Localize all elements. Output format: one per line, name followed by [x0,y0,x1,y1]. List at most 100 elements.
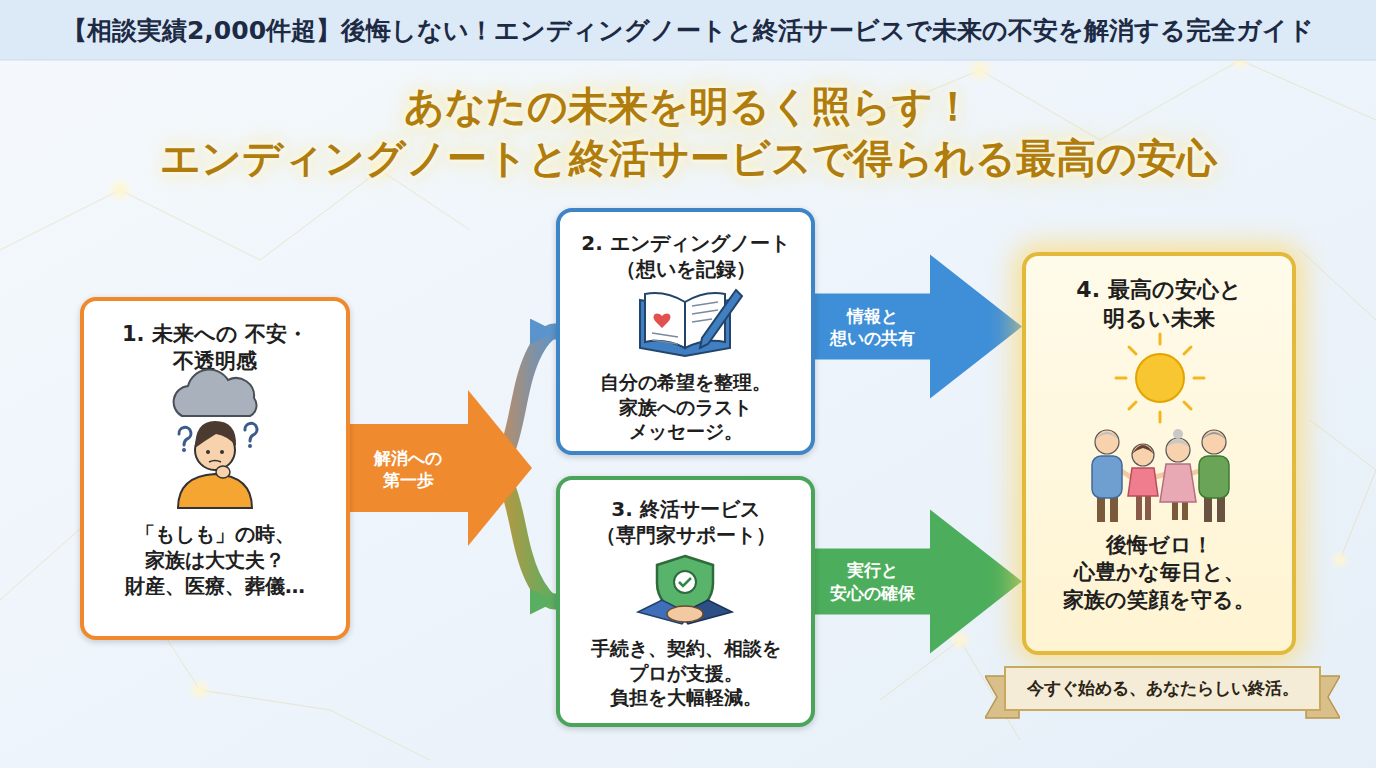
problem-box: 1. 未来への 不安・不透明感「もしも」の時、 家族は大丈夫？ 財産、医療、葬儀… [80,297,350,640]
box-body: 後悔ゼロ！ 心豊かな毎日と、 家族の笑顔を守る。 [1043,532,1275,614]
sun-icon [1184,402,1191,409]
family-illustration [1204,496,1212,522]
family-illustration [1166,438,1190,462]
family-illustration [1182,500,1188,520]
family-illustration [1172,500,1178,520]
box-body: 手続き、契約、相談を プロが支援。 負担を大幅軽減。 [583,636,788,710]
result-box: 4. 最高の安心と 明るい未来後悔ゼロ！ 心豊かな毎日と、 家族の笑顔を守る。 [1022,252,1296,655]
header-band [0,0,1376,60]
glow-dots [188,678,212,702]
sun-icon [1116,377,1126,380]
curved-connector [350,469,556,602]
notebook-icon [700,290,742,348]
sun-icon [1194,377,1204,380]
worried-person-icon [245,423,257,448]
box-heading: 1. 未来への 不安・不透明感 [99,321,331,376]
box-heading: 4. 最高の安心と 明るい未来 [1043,276,1275,333]
block-arrow [815,255,1022,399]
glow-dots [106,176,134,204]
page-title: 【相談実績2,000件超】後悔しない！エンディングノートと終活サービスで未来の不… [0,0,1376,60]
shield-handshake-icon [638,556,732,624]
shield-handshake-icon [674,571,696,593]
header-band [0,60,1376,61]
box-heading: 3. 終活サービス （専門家サポート） [570,496,802,548]
notebook-icon [652,333,678,337]
family-illustration [1160,464,1196,502]
shield-handshake-icon [680,600,732,624]
notebook-icon [692,302,718,306]
process-box: 3. 終活サービス （専門家サポート） 手続き、契約、相談を プロが支援。 負担を… [556,476,815,727]
ribbon-banner: 今すぐ始める、あなたらしい終活。 [985,664,1340,720]
family-illustration [1095,430,1119,454]
worried-person-icon [206,450,210,454]
worried-person-icon [248,444,252,448]
family-illustration [1217,496,1225,522]
process-box: 2. エンディングノート （想いを記録） 自分の希望を整理。 家族へのラスト メッ… [556,208,815,455]
worried-person-icon [216,466,230,478]
shield-handshake-icon [657,556,713,617]
curved-connector [350,332,556,469]
shield-handshake-icon [679,578,691,586]
family-illustration [1145,494,1151,520]
network-lines [0,520,430,760]
sun-icon [1129,347,1136,354]
worried-person-icon [179,427,191,445]
sun-icon [1116,334,1204,422]
main-heading: あなたの未来を明るく照らす！ エンディングノートと終活サービスで得られる最高の安… [138,80,1238,184]
family-illustration [1092,429,1229,522]
family-illustration [1092,456,1122,498]
family-illustration [1132,444,1154,466]
notebook-icon [645,293,685,348]
family-illustration [1173,429,1183,439]
family-illustration [1110,496,1118,522]
notebook-icon [692,310,718,314]
network-lines [0,60,1376,760]
family-illustration [1136,494,1142,520]
family-illustration [1128,468,1158,496]
worried-person-icon [179,427,191,452]
network-lines [0,170,470,260]
worried-person-icon [174,370,257,508]
notebook-icon [652,340,678,344]
shield-handshake-icon [667,606,703,622]
worried-person-icon [195,421,236,448]
sun-icon [1159,334,1162,344]
family-illustration [1166,439,1190,448]
family-illustration [1095,432,1119,440]
family-illustration [1120,470,1202,478]
network-lines [1310,420,1376,560]
worried-person-icon [174,370,257,416]
worried-person-icon [182,448,186,452]
worried-person-icon [198,476,222,502]
family-illustration [1199,456,1229,498]
notebook-icon [692,319,712,322]
worried-person-icon [220,450,224,454]
worried-person-icon [209,461,221,463]
box-heading: 2. エンディングノート （想いを記録） [570,230,802,282]
box-body: 「もしも」の時、 家族は大丈夫？ 財産、医療、葬儀… [113,521,318,599]
sun-icon [1159,412,1162,422]
sun-icon [1129,402,1136,409]
box-body: 自分の希望を整理。 家族へのラスト メッセージ。 [583,370,788,444]
sun-icon [1136,354,1184,402]
banner-text: 今すぐ始める、あなたらしい終活。 [993,677,1333,699]
worried-person-icon [178,474,252,508]
family-illustration [1202,432,1226,440]
sun-icon [1116,334,1204,422]
notebook-icon [640,300,730,356]
network-lines [1300,250,1376,320]
block-arrow [815,509,1022,653]
glow-dots [1330,550,1350,570]
worried-person-icon [245,423,257,441]
worried-person-icon [195,430,235,470]
notebook-icon [685,293,725,348]
sun-icon [1184,347,1191,354]
split-arrow-trunk [348,390,532,546]
header-band [0,0,1376,60]
family-illustration [1132,445,1154,454]
family-illustration [1097,496,1105,522]
split-arrow-trunk [348,390,532,546]
